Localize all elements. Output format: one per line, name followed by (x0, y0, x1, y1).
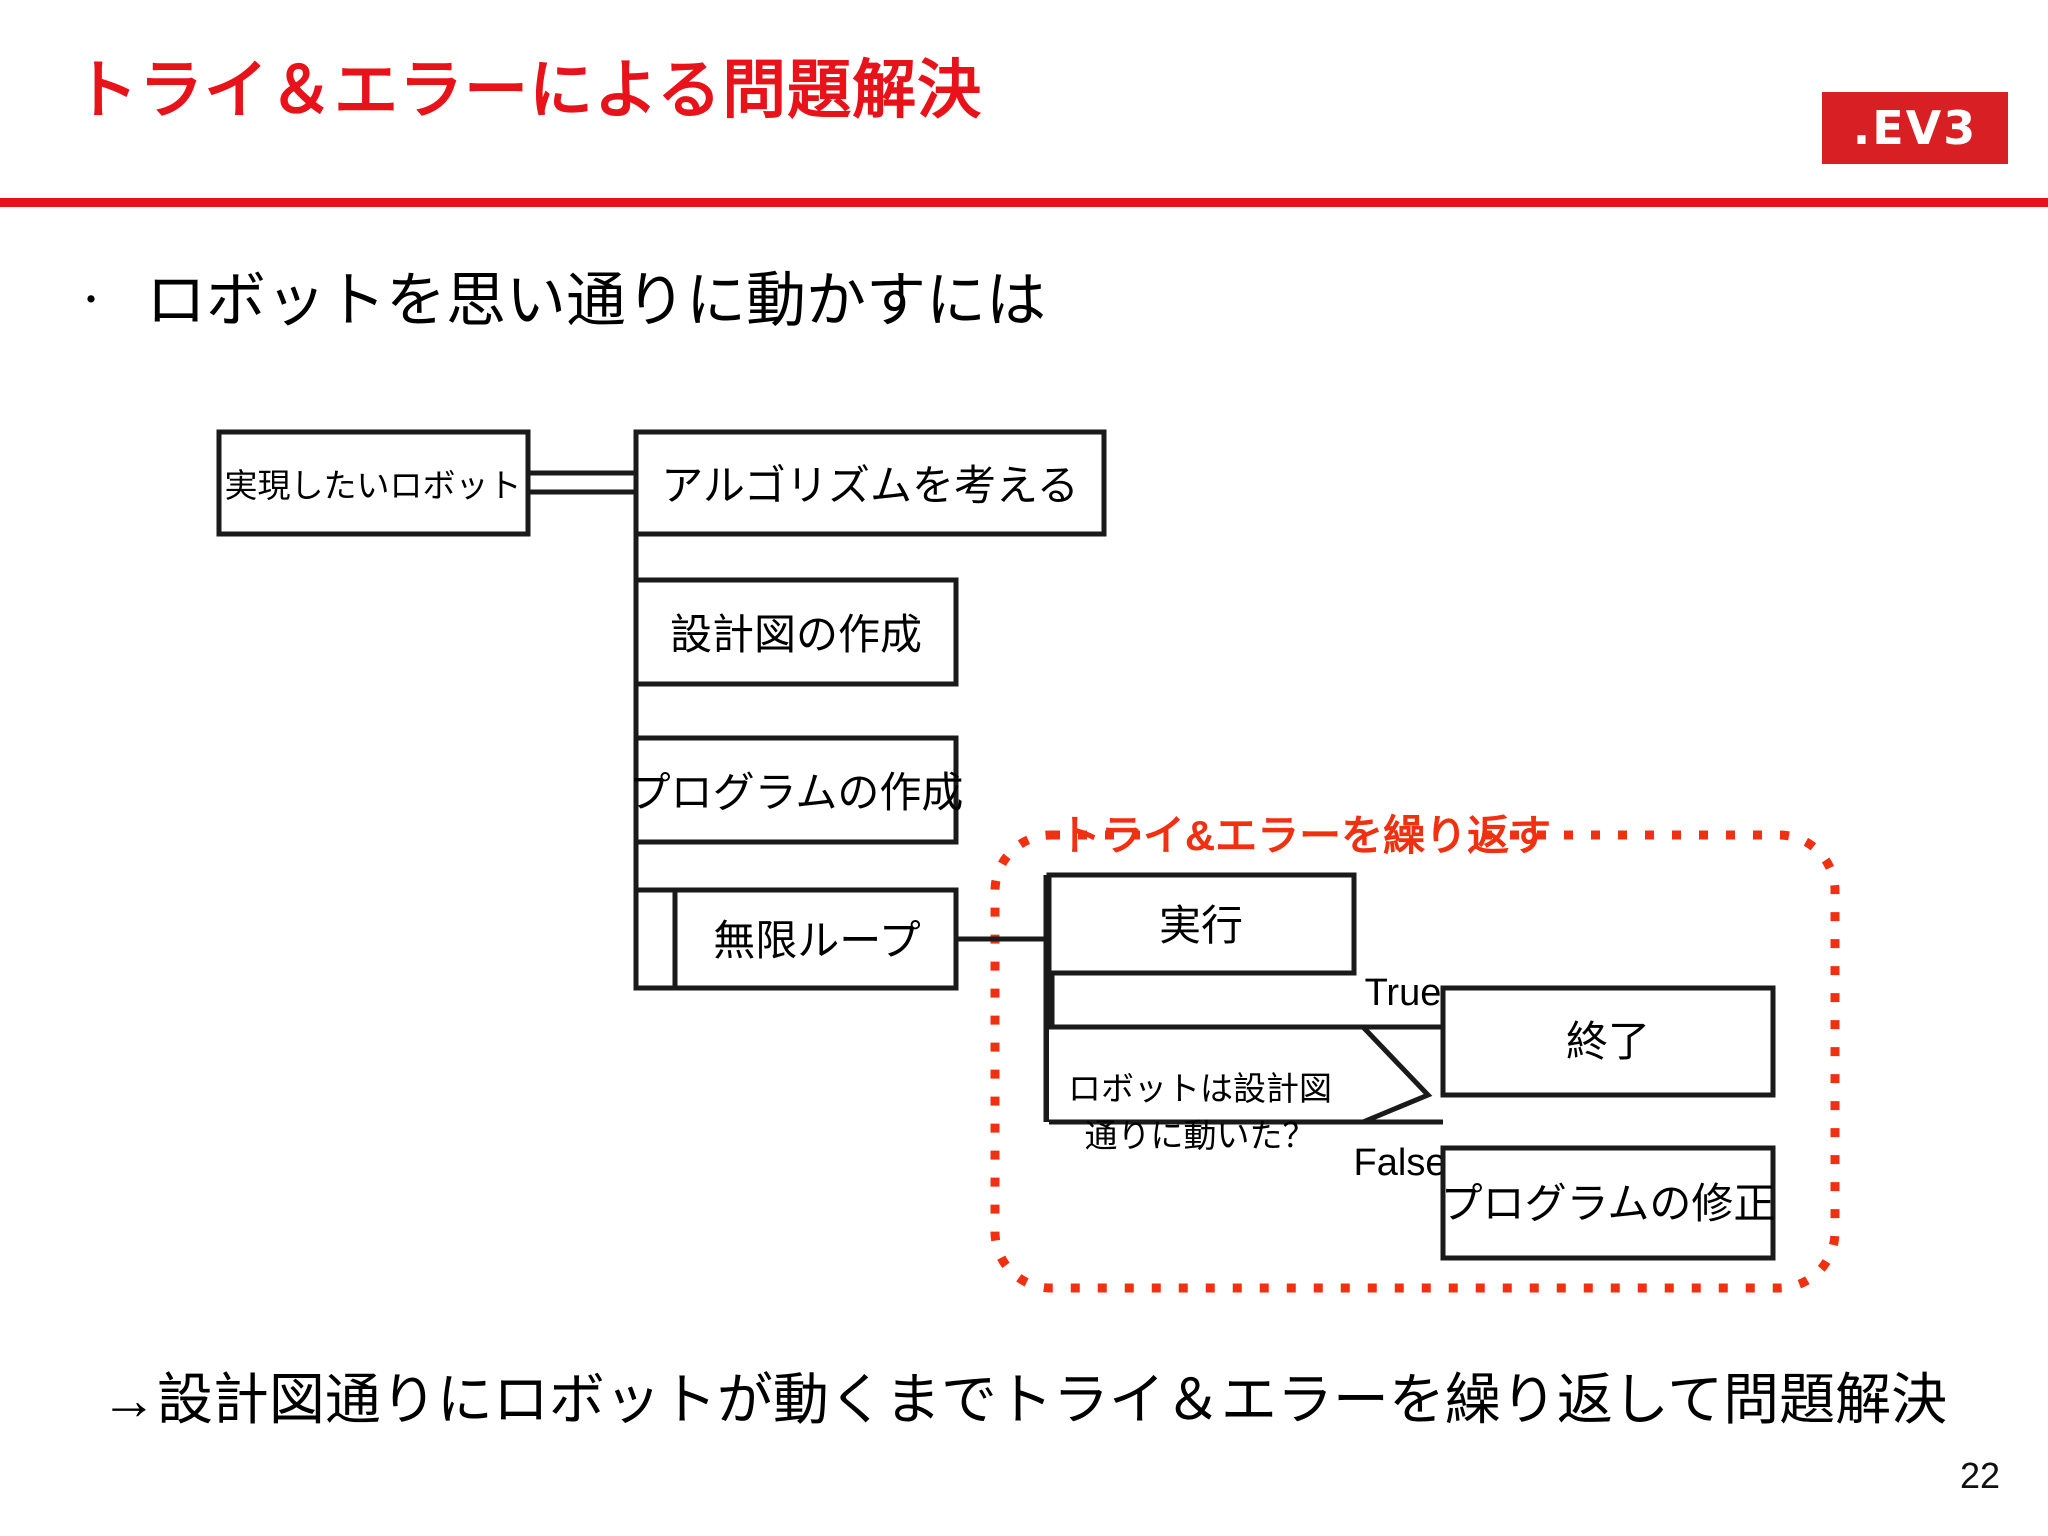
page-title: トライ＆エラーによる問題解決 (74, 54, 983, 126)
bullet-marker-icon: ・ (74, 282, 108, 320)
box-decision-label-line2: 通りに動いた？ (1085, 1117, 1316, 1154)
branch-label-false: False (1354, 1142, 1447, 1184)
box-goal-label: 実現したいロボット (225, 467, 522, 504)
box-program (633, 735, 959, 845)
try-error-caption: トライ&エラーを繰り返す (1059, 812, 1551, 859)
box-algorithm-label: アルゴリズムを考える (661, 462, 1078, 509)
bullet-item-label: ロボットを思い通りに動かすには (146, 267, 1046, 334)
branch-label-true: True (1365, 972, 1442, 1014)
box-execute (1046, 872, 1357, 976)
box-infinite-loop (672, 887, 959, 991)
bullet-item: ・ ロボットを思い通りに動かすには (74, 268, 1046, 334)
flowchart: トライ&エラーを繰り返す 実現したいロボット アルゴリズムを考える 設計図の作成… (0, 400, 2048, 1320)
box-goal (216, 429, 531, 537)
box-decision (1049, 1024, 1433, 1125)
box-blueprint (633, 577, 959, 687)
page-number: 22 (1959, 1455, 2000, 1496)
box-fix-program (1440, 1145, 1776, 1261)
box-finish-label: 終了 (1566, 1018, 1650, 1065)
box-execute-label: 実行 (1159, 902, 1243, 949)
box-decision-label-line1: ロボットは設計図 (1068, 1070, 1332, 1107)
title-divider (0, 198, 2048, 207)
box-infinite-loop-label: 無限ループ (713, 917, 920, 964)
box-program-label: プログラムの作成 (629, 769, 964, 816)
box-algorithm (633, 429, 1107, 537)
box-blueprint-label: 設計図の作成 (670, 611, 922, 658)
conclusion-text: →設計図通りにロボットが動くまでトライ＆エラーを繰り返して問題解決 (100, 1368, 1948, 1431)
ev3-logo-text: .EV3 (1852, 101, 1978, 155)
box-fix-program-label: プログラムの修正 (1441, 1180, 1776, 1227)
ev3-logo: .EV3 (1822, 92, 2008, 164)
box-finish (1440, 985, 1776, 1098)
